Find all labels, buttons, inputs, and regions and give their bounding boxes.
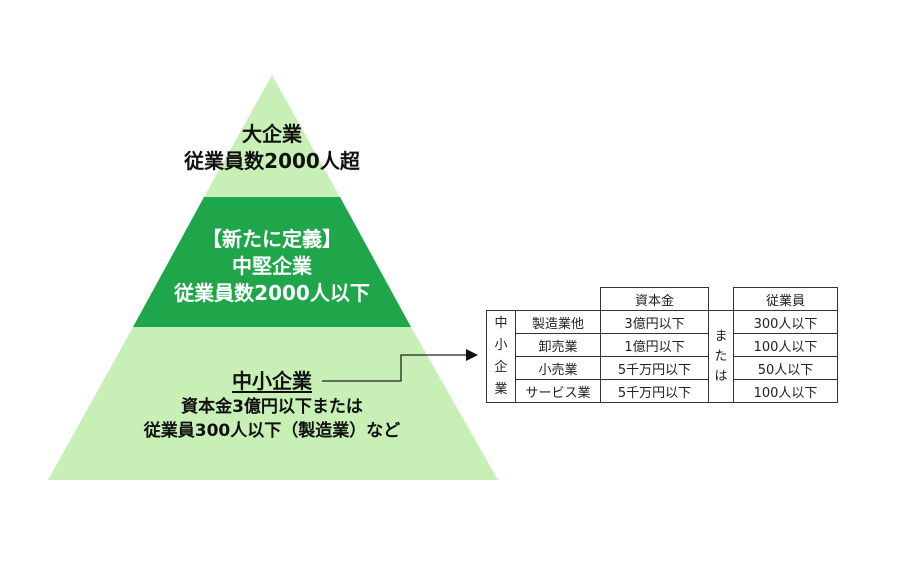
header-capital: 資本金 [600, 287, 709, 311]
employees-cell: 100人以下 [733, 379, 838, 403]
or-label: または [708, 310, 734, 403]
connector-arrow-line [322, 354, 466, 382]
large-enterprise-criteria: 従業員数2000人超 [184, 149, 360, 173]
table-row: 中小企業 製造業他 3億円以下 または 300人以下 [486, 310, 838, 403]
industry-cell: 卸売業 [515, 333, 601, 357]
capital-cell: 1億円以下 [600, 333, 709, 357]
industry-cell: 小売業 [515, 356, 601, 380]
mid-enterprise-label: 【新たに定義】 中堅企業 従業員数2000人以下 [130, 226, 414, 307]
employees-cell: 100人以下 [733, 333, 838, 357]
header-employees: 従業員 [733, 287, 838, 311]
pyramid-bottom-tier [48, 327, 498, 480]
sme-criteria-line1: 資本金3億円以下または [181, 397, 363, 417]
table-row: 卸売業 1億円以下 100人以下 [487, 333, 838, 357]
industry-cell: サービス業 [515, 379, 601, 403]
employees-cell: 50人以下 [733, 356, 838, 380]
mid-enterprise-criteria: 従業員数2000人以下 [174, 281, 370, 305]
industry-cell: 製造業他 [515, 310, 601, 334]
capital-cell: 5千万円以下 [600, 356, 709, 380]
employees-cell: 300人以下 [733, 310, 838, 334]
sme-side-label: 中小企業 [486, 310, 516, 403]
sme-criteria-line2: 従業員300人以下（製造業）など [143, 421, 401, 441]
large-enterprise-label: 大企業 従業員数2000人超 [160, 121, 384, 175]
pyramid-middle-tier [133, 197, 411, 327]
mid-enterprise-title: 中堅企業 [232, 254, 312, 278]
table-header-row: 資本金 従業員 [487, 287, 838, 311]
table-row: 小売業 5千万円以下 50人以下 [487, 356, 838, 380]
pyramid-top-tier [204, 75, 340, 197]
capital-cell: 5千万円以下 [600, 379, 709, 403]
sme-title: 中小企業 [232, 369, 312, 393]
sme-label: 中小企業 資本金3億円以下または 従業員300人以下（製造業）など [100, 368, 444, 443]
table-row: サービス業 5千万円以下 100人以下 [487, 379, 838, 403]
arrowhead-icon [466, 349, 478, 361]
capital-cell: 3億円以下 [600, 310, 709, 334]
large-enterprise-title: 大企業 [242, 122, 302, 146]
sme-definition-table: 資本金 従業員 中小企業 製造業他 3億円以下 または 300人以下 卸売業 1… [486, 287, 838, 403]
mid-enterprise-tag: 【新たに定義】 [202, 227, 342, 251]
